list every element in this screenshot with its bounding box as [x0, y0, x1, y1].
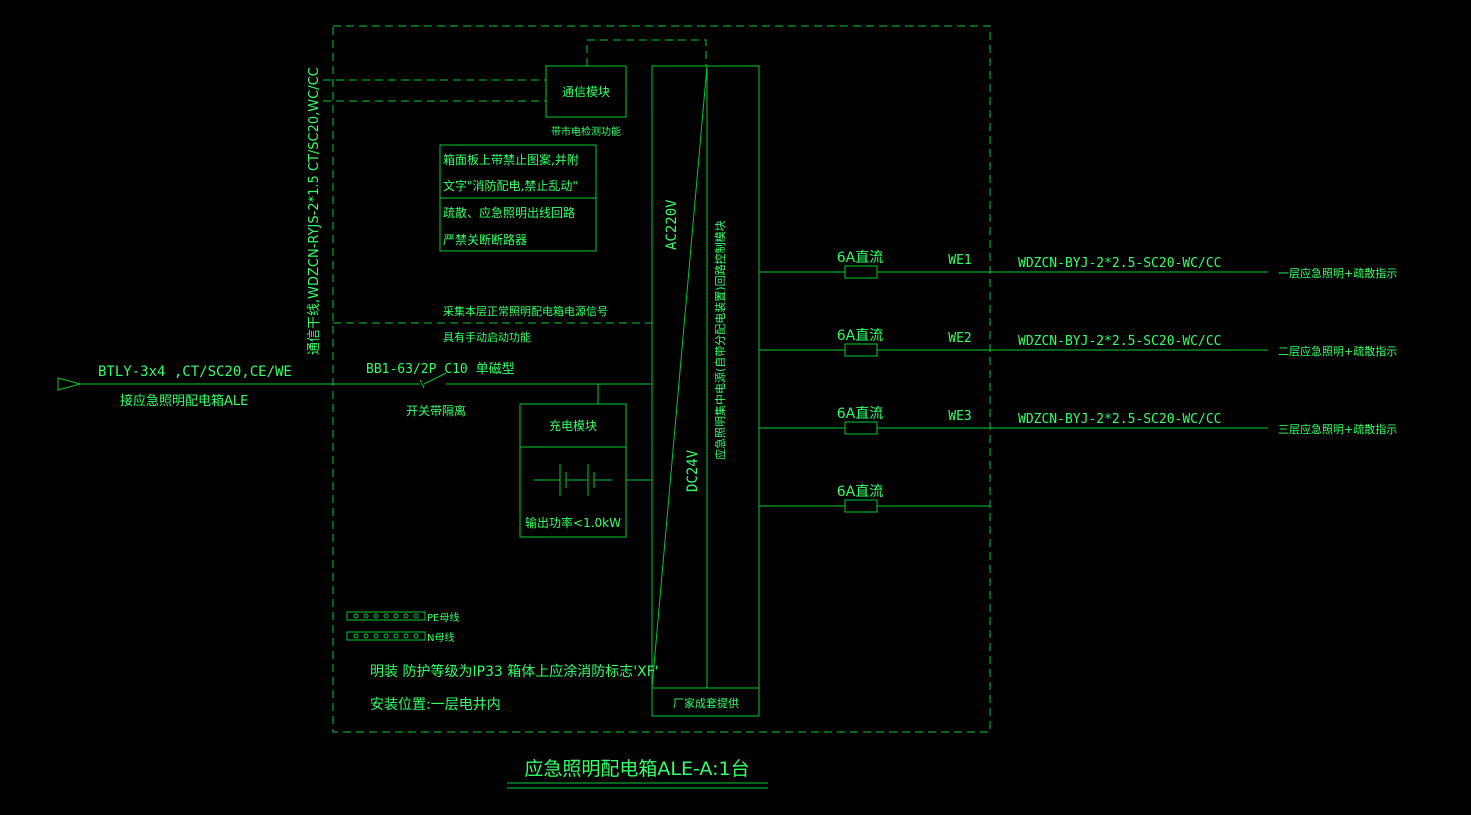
circuit-1-id: WE1	[948, 253, 971, 268]
circuit-2-cable: WDZCN-BYJ-2*2.5-SC20-WC/CC	[1018, 334, 1222, 349]
pe-busbar-label: PE母线	[427, 611, 459, 624]
notice-line-1: 箱面板上带禁止图案,并附	[443, 152, 579, 167]
notice-line-3: 疏散、应急照明出线回路	[443, 205, 575, 220]
circuit-3-cable: WDZCN-BYJ-2*2.5-SC20-WC/CC	[1018, 412, 1222, 427]
comm-module-label: 通信模块	[562, 85, 610, 99]
install-note-2: 安装位置:一层电井内	[370, 697, 501, 713]
circuit-4-fuse: 6A直流	[837, 483, 883, 500]
charger-module-box	[519, 403, 627, 538]
bus-dc-label: DC24V	[685, 449, 701, 492]
comm-dashed-links	[323, 39, 707, 324]
circuit-2-id: WE2	[948, 331, 971, 346]
battery-symbol	[534, 464, 652, 496]
bus-panel-diagonal	[651, 65, 708, 689]
comm-module-caption: 带市电检测功能	[551, 125, 621, 138]
breaker-note-label: 开关带隔离	[406, 403, 466, 418]
fuse-4-symbol	[844, 499, 878, 513]
circuit-1: 6A直流 WE1 WDZCN-BYJ-2*2.5-SC20-WC/CC 一层应急…	[759, 249, 1397, 280]
breaker-symbol	[419, 372, 652, 389]
fuse-3-symbol	[844, 421, 878, 435]
fuse-1-symbol	[844, 265, 878, 279]
circuit-4-spare: 6A直流	[759, 483, 990, 513]
circuit-2-fuse: 6A直流	[837, 327, 883, 344]
circuit-3-dest: 三层应急照明+疏散指示	[1278, 422, 1397, 436]
bus-panel-box	[651, 65, 760, 717]
n-busbar-label: N母线	[427, 631, 454, 644]
enclosure-boundary	[332, 25, 991, 733]
comm-trunk-label: 通信干线,WDZCN-RYJS-2*1.5 CT/SC20,WC/CC	[307, 67, 322, 355]
bus-vendor-label: 厂家成套提供	[673, 696, 739, 710]
circuit-3: 6A直流 WE3 WDZCN-BYJ-2*2.5-SC20-WC/CC 三层应急…	[759, 405, 1397, 436]
charger-power-label: 输出功率<1.0kW	[525, 515, 621, 530]
diagram-title: 应急照明配电箱ALE-A:1台	[524, 758, 749, 780]
install-note-1: 明装 防护等级为IP33 箱体上应涂消防标志'XF'	[370, 663, 659, 680]
n-busbar	[346, 631, 426, 641]
notice-line-2: 文字"消防配电,禁止乱动"	[443, 178, 578, 193]
circuit-2: 6A直流 WE2 WDZCN-BYJ-2*2.5-SC20-WC/CC 二层应急…	[759, 327, 1397, 358]
charger-title: 充电模块	[549, 418, 597, 433]
fuse-2-symbol	[844, 343, 878, 357]
bus-ac-label: AC220V	[664, 199, 680, 250]
circuit-3-fuse: 6A直流	[837, 405, 883, 422]
notice-line-4: 严禁关断断路器	[443, 232, 527, 247]
incoming-cable-label: BTLY-3x4 ,CT/SC20,CE/WE	[98, 364, 292, 380]
comm-module-box	[545, 65, 627, 118]
incoming-arrow	[57, 377, 420, 391]
pe-busbar	[346, 611, 426, 621]
circuit-1-fuse: 6A直流	[837, 249, 883, 266]
bus-controller-label: 应急照明集中电源(自带分配电装置)回路控制模块	[713, 220, 727, 460]
circuit-1-cable: WDZCN-BYJ-2*2.5-SC20-WC/CC	[1018, 256, 1222, 271]
incoming-source-label: 接应急照明配电箱ALE	[120, 393, 248, 409]
breaker-model-label: BB1-63/2P C10 单磁型	[366, 362, 515, 377]
circuit-1-dest: 一层应急照明+疏散指示	[1278, 266, 1397, 280]
circuit-2-dest: 二层应急照明+疏散指示	[1278, 344, 1397, 358]
signal-collect-note: 采集本层正常照明配电箱电源信号	[443, 304, 608, 318]
signal-manual-note: 具有手动启动功能	[443, 330, 531, 344]
circuit-3-id: WE3	[948, 409, 971, 424]
